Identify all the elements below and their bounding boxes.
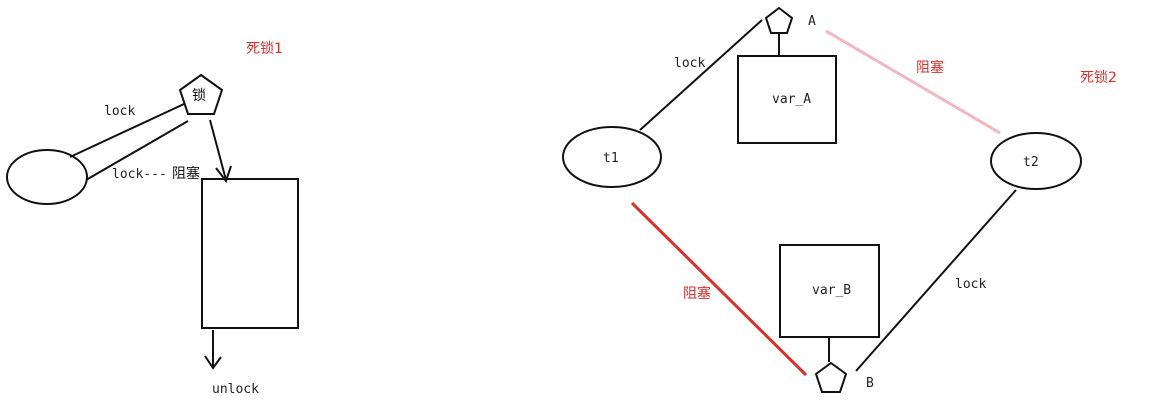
lock-a-pentagon-icon bbox=[764, 6, 794, 34]
deadlock-2-title: 死锁2 bbox=[1080, 70, 1117, 86]
t2-lock-label: lock bbox=[955, 277, 986, 292]
unlock-arrow-head-icon bbox=[204, 355, 222, 370]
lock-symbol-label: 锁 bbox=[192, 88, 206, 104]
var-b-label: var_B bbox=[812, 283, 851, 298]
var-a-label: var_A bbox=[772, 92, 811, 107]
blocked-label: 阻塞 bbox=[172, 165, 200, 182]
var-b-box bbox=[779, 244, 880, 338]
deadlock-1-diagram: 死锁1 锁 lock lock--- 阻塞 unlock bbox=[6, 41, 299, 397]
lock-line bbox=[69, 103, 185, 158]
t2-lock-b-line bbox=[855, 189, 1017, 372]
var-a-box bbox=[737, 55, 837, 144]
blocked-top-label: 阻塞 bbox=[916, 59, 944, 76]
deadlock-2-diagram: 死锁2 A var_A t1 lock t2 阻塞 var_B B lock 阻 bbox=[562, 6, 1117, 393]
t2-blocked-a-line bbox=[825, 29, 1001, 135]
thread-t1-ellipse bbox=[562, 126, 662, 188]
resource-box bbox=[201, 178, 299, 329]
t1-blocked-b-line bbox=[630, 201, 808, 377]
thread-t2-label: t2 bbox=[1023, 155, 1039, 170]
lock-to-resource-arrow bbox=[209, 119, 227, 181]
blocked-bottom-label: 阻塞 bbox=[683, 285, 711, 302]
lock-blocked-label: lock--- bbox=[112, 167, 167, 182]
lock-a-label: A bbox=[808, 14, 816, 29]
thread-t1-label: t1 bbox=[603, 151, 619, 166]
deadlock-1-title: 死锁1 bbox=[246, 41, 283, 57]
t1-lock-a-line bbox=[639, 19, 763, 131]
lock-label: lock bbox=[104, 104, 135, 119]
thread-ellipse bbox=[6, 149, 88, 205]
unlock-label: unlock bbox=[212, 382, 259, 397]
lock-b-label: B bbox=[866, 376, 874, 391]
lock-blocked-line bbox=[85, 120, 189, 181]
lock-pentagon-icon bbox=[178, 73, 224, 115]
t1-lock-label: lock bbox=[674, 56, 705, 71]
arrow-head-icon bbox=[215, 165, 232, 184]
thread-t2-ellipse bbox=[990, 132, 1082, 190]
lock-b-pentagon-icon bbox=[814, 361, 848, 393]
